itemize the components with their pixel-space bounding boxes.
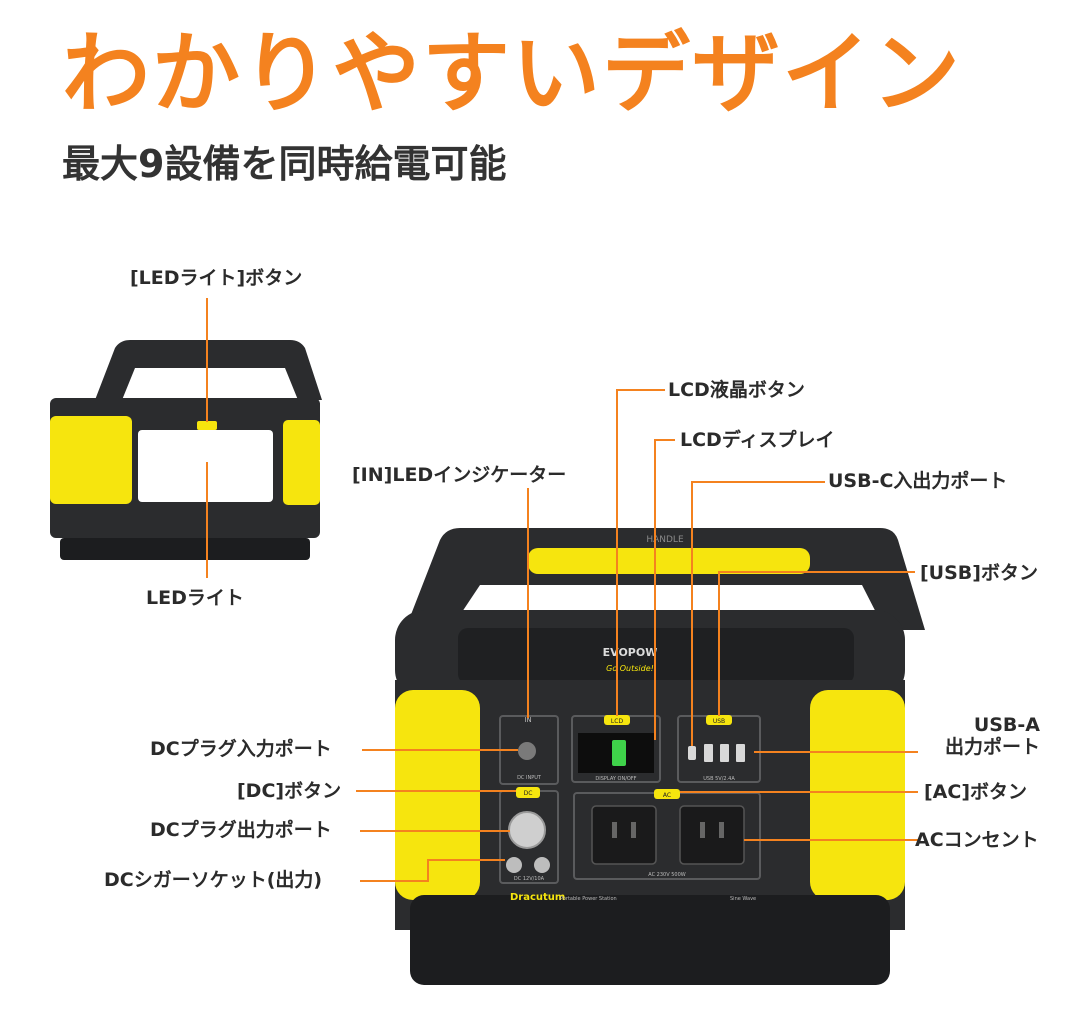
usb-button bbox=[706, 715, 732, 725]
in-tag: IN bbox=[524, 716, 531, 724]
slogan: Go Outside! bbox=[606, 664, 654, 673]
back-led-panel bbox=[138, 430, 273, 502]
callout-lines bbox=[206, 298, 920, 882]
display-label: DISPLAY ON/OFF bbox=[595, 776, 636, 782]
callout-line-dc-cigar bbox=[360, 859, 505, 882]
usba-port-1 bbox=[704, 744, 713, 762]
side-panel-right bbox=[810, 690, 905, 900]
label-lcd-display: LCDディスプレイ bbox=[680, 429, 835, 451]
lcd-battery-glyph bbox=[612, 740, 626, 766]
label-dc-plug-output: DCプラグ出力ポート bbox=[150, 819, 332, 841]
page-title: わかりやすいデザイン bbox=[62, 22, 963, 125]
lcd-button-tag: LCD bbox=[611, 718, 624, 725]
label-usba-port-line2: 出力ポート bbox=[944, 735, 1040, 758]
label-usba-port-line1: USB-A bbox=[973, 714, 1040, 736]
ac-left-slot-2 bbox=[631, 822, 636, 838]
usbc-port bbox=[688, 746, 696, 760]
label-usba-port: USB-A 出力ポート bbox=[920, 714, 1040, 759]
callout-line-usb-button bbox=[718, 571, 915, 716]
ac-label: AC 230V 500W bbox=[648, 872, 686, 878]
usb-button-tag: USB bbox=[713, 718, 725, 725]
label-lcd-button: LCD液晶ボタン bbox=[668, 379, 805, 401]
dc-input-label: DC INPUT bbox=[517, 775, 542, 781]
callout-line-usbc bbox=[691, 481, 825, 746]
label-dc-button: [DC]ボタン bbox=[237, 780, 342, 802]
label-dc-plug-input: DCプラグ入力ポート bbox=[150, 738, 332, 760]
label-in-led-indicator: [IN]LEDインジケーター bbox=[352, 464, 567, 486]
front-base bbox=[410, 895, 890, 985]
back-view-device bbox=[50, 340, 322, 560]
front-view-device bbox=[395, 528, 925, 985]
label-led-light: LEDライト bbox=[146, 587, 244, 609]
callout-line-lcd-button bbox=[616, 389, 665, 716]
label-dc-cigar: DCシガーソケット(出力) bbox=[104, 869, 323, 891]
ac-button bbox=[654, 789, 680, 799]
dc-output-port-left bbox=[506, 857, 522, 873]
dc-cigar-socket bbox=[508, 811, 546, 849]
back-led-button bbox=[197, 421, 217, 430]
dc-output-label: DC 12V/10A bbox=[514, 876, 545, 882]
handle-yellow-grip bbox=[528, 548, 810, 574]
usb-label: USB 5V/2.4A bbox=[703, 776, 735, 782]
sine-wave-label: Sine Wave bbox=[730, 896, 756, 902]
dc-output-port-right bbox=[534, 857, 550, 873]
back-base bbox=[60, 538, 310, 560]
handle-text: HANDLE bbox=[646, 535, 684, 545]
back-side-panel-right bbox=[283, 420, 320, 505]
model-name: Dracutum bbox=[510, 892, 565, 903]
ac-outlet-right bbox=[679, 805, 745, 865]
ac-outlet-left bbox=[591, 805, 657, 865]
dc-button-tag: DC bbox=[524, 790, 533, 797]
label-led-light-button: [LEDライト]ボタン bbox=[130, 267, 303, 289]
label-ac-outlet: ACコンセント bbox=[915, 829, 1039, 851]
back-handle bbox=[95, 340, 322, 400]
ac-button-tag: AC bbox=[663, 792, 671, 799]
usba-port-2 bbox=[720, 744, 729, 762]
brand-logo: EVOPOW bbox=[603, 646, 658, 659]
model-subtitle: Portable Power Station bbox=[560, 896, 617, 902]
dc-input-port bbox=[518, 742, 536, 760]
usba-port-3 bbox=[736, 744, 745, 762]
ac-right-slot-1 bbox=[700, 822, 705, 838]
label-usb-button: [USB]ボタン bbox=[920, 562, 1038, 584]
callout-line-lcd-display bbox=[654, 439, 675, 740]
ac-left-slot-1 bbox=[612, 822, 617, 838]
dc-button bbox=[516, 787, 540, 798]
side-panel-left bbox=[395, 690, 480, 900]
page-subtitle: 最大9設備を同時給電可能 bbox=[62, 142, 507, 186]
label-ac-button: [AC]ボタン bbox=[924, 781, 1028, 803]
back-side-panel-left bbox=[50, 416, 132, 504]
lcd-button bbox=[604, 715, 630, 725]
ac-right-slot-2 bbox=[719, 822, 724, 838]
label-usbc-port: USB-C入出力ポート bbox=[828, 470, 1008, 492]
